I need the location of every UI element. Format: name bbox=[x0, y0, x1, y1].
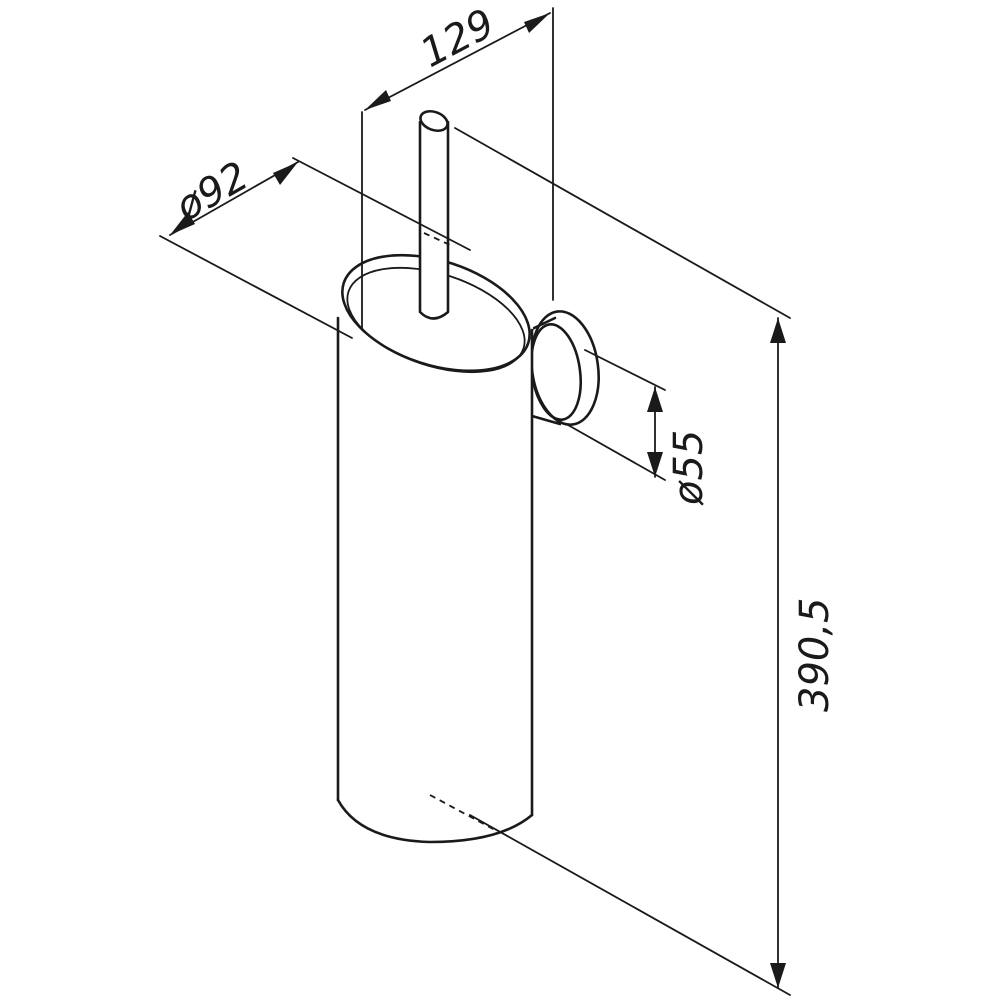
dimension-390-5: 390,5 bbox=[454, 127, 838, 996]
holder-cylinder bbox=[336, 253, 534, 844]
dimension-diameter-55-label: ø55 bbox=[666, 430, 712, 506]
brush-handle bbox=[418, 109, 451, 320]
wall-mount-plate bbox=[528, 310, 600, 426]
dimension-390-5-label: 390,5 bbox=[792, 597, 838, 712]
dimension-diameter-92-label: ø92 bbox=[167, 153, 256, 231]
dimension-129-label: 129 bbox=[413, 0, 502, 76]
bottom-center-hidden-line bbox=[429, 794, 496, 831]
dimension-diameter-55: ø55 bbox=[567, 349, 712, 506]
